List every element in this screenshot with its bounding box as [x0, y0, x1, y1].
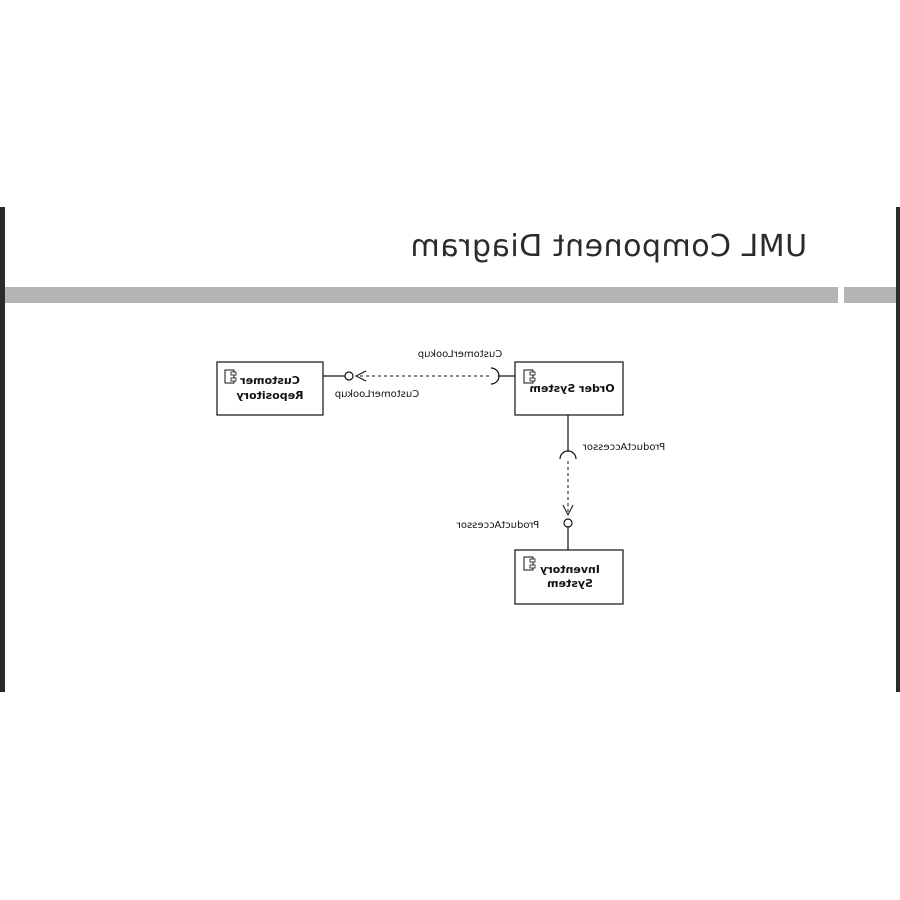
- component-box: [216, 361, 324, 416]
- interface-label: CustomerLookup: [418, 349, 502, 360]
- required-interface-customer-lookup: [490, 367, 515, 385]
- slide-left-edge: [0, 207, 5, 692]
- header-bar: [5, 287, 838, 303]
- component-label: Customer: [240, 374, 300, 387]
- provided-interface-customer-lookup: [323, 371, 354, 381]
- dependency-product-accessor: [562, 461, 574, 517]
- slide-right-edge: [896, 207, 900, 692]
- interface-label: ProductAccessor: [456, 520, 539, 531]
- required-interface-product-accessor: [559, 415, 577, 460]
- dependency-customer-lookup: [354, 370, 489, 382]
- component-label: System: [547, 577, 593, 590]
- header-bar-end: [844, 287, 896, 303]
- component-order-system: Order System: [514, 361, 624, 416]
- component-icon: [523, 369, 536, 384]
- component-icon: [523, 556, 536, 571]
- component-label: Repository: [236, 389, 303, 402]
- component-inventory-system: Inventory System: [514, 549, 624, 605]
- slide: UML Component Diagram Customer Repositor…: [0, 207, 900, 692]
- component-diagram: Customer Repository Order System: [216, 349, 665, 605]
- interface-label: ProductAccessor: [582, 442, 665, 453]
- interface-label: CustomerLookup: [335, 389, 419, 400]
- component-label: Order System: [529, 382, 614, 395]
- provided-interface-product-accessor: [563, 518, 573, 550]
- component-label: Inventory: [540, 563, 600, 576]
- component-icon: [224, 369, 237, 384]
- component-customer-repository: Customer Repository: [216, 361, 324, 416]
